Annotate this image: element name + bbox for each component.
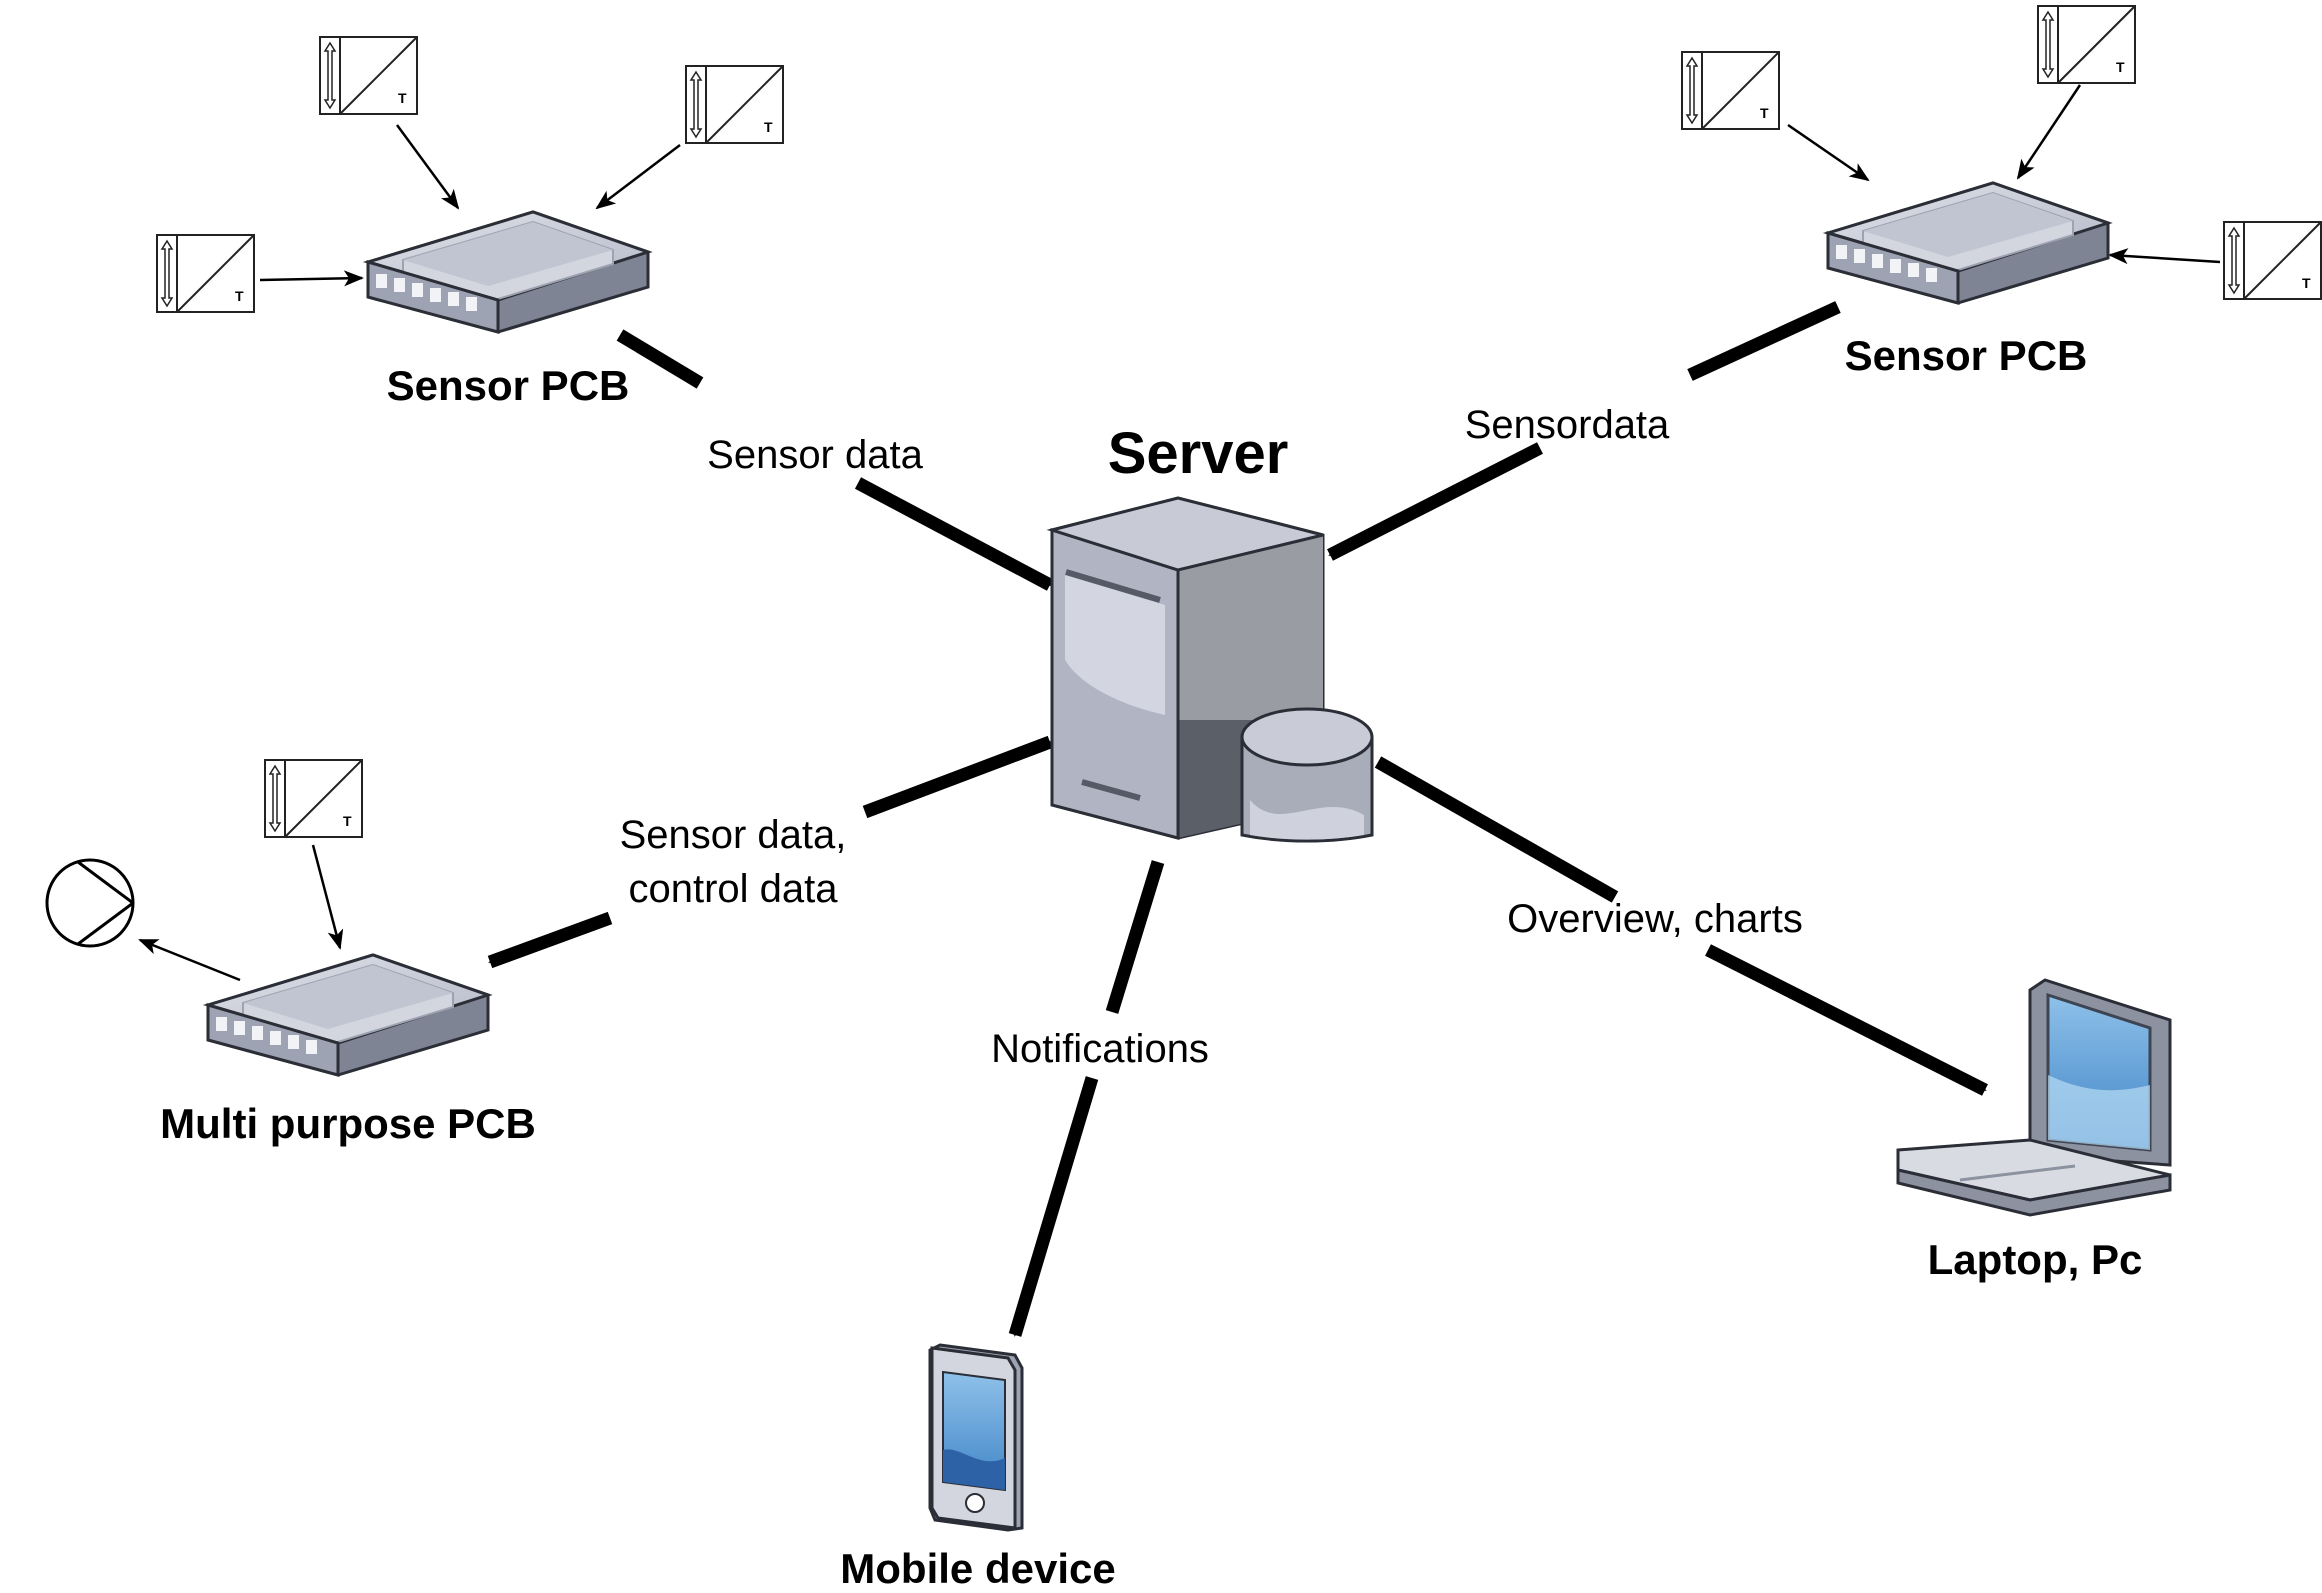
- edge-laptop-arrow: [1374, 756, 1988, 1096]
- edge-label-sensor-left: Sensor data: [707, 433, 923, 477]
- edge-mobile-arrow: [1008, 860, 1165, 1337]
- multi-pcb-label: Multi purpose PCB: [160, 1100, 536, 1147]
- edge-label-mobile: Notifications: [991, 1027, 1209, 1071]
- sensor-icon: T: [2223, 221, 2322, 300]
- laptop-label: Laptop, Pc: [1928, 1236, 2143, 1283]
- sensor-pcb-left-label: Sensor PCB: [387, 362, 630, 409]
- edge-multi-arrow: [487, 735, 1053, 969]
- sensor-icon: T: [1681, 51, 1780, 130]
- sensor-icon: T: [685, 65, 784, 144]
- sensor-icon: T: [319, 36, 418, 115]
- edge-label-laptop: Overview, charts: [1507, 897, 1803, 941]
- edge-label-multi-line1: Sensor data,: [620, 813, 847, 857]
- server-icon: [1046, 496, 1374, 843]
- mobile-phone-icon: [928, 1343, 1024, 1532]
- svg-text:T: T: [1760, 105, 1769, 121]
- svg-text:T: T: [235, 288, 244, 304]
- sensor-icon: T: [2037, 5, 2136, 84]
- pcb-icon: [1826, 181, 2110, 305]
- pcb-icon: [206, 953, 490, 1077]
- edge-label-multi-line2: control data: [628, 867, 838, 911]
- sensor-pcb-right-label: Sensor PCB: [1845, 332, 2088, 379]
- edge-sensor-left-arrow: [616, 329, 1054, 591]
- svg-text:T: T: [2116, 59, 2125, 75]
- svg-text:T: T: [2302, 275, 2311, 291]
- sensor-input-arrows: [138, 84, 2221, 982]
- server-label: Server: [1108, 421, 1289, 486]
- pcb-icon: [366, 210, 650, 334]
- sensor-icon: T: [156, 234, 255, 313]
- svg-text:T: T: [398, 90, 407, 106]
- svg-text:T: T: [764, 119, 773, 135]
- sensor-icon: T: [264, 759, 363, 838]
- laptop-icon: [1896, 978, 2172, 1217]
- svg-text:T: T: [343, 813, 352, 829]
- edge-sensor-right-arrow: [1327, 301, 1841, 561]
- pump-icon: [45, 858, 135, 948]
- mobile-label: Mobile device: [840, 1545, 1115, 1592]
- edge-label-sensor-right: Sensordata: [1465, 403, 1670, 447]
